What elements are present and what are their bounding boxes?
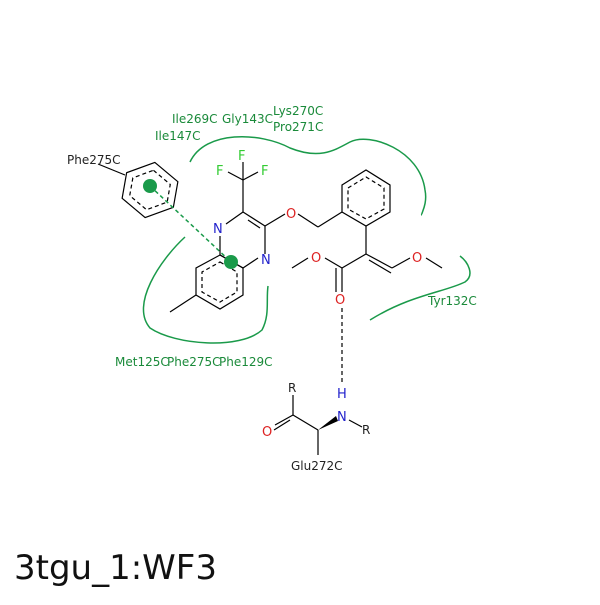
oxygen-atom-methoxy: O (412, 251, 422, 266)
fluorine-atom-top: F (238, 149, 245, 164)
hydrogen-atom: H (337, 387, 347, 402)
oxygen-atom-ether: O (286, 207, 296, 222)
label-phe275-top: Phe275C (67, 153, 121, 167)
r-group-top: R (288, 381, 296, 395)
pi-stacking-line (149, 185, 232, 263)
label-met125: Met125C (115, 355, 169, 369)
fluorine-atom-right: F (261, 164, 268, 179)
oxygen-atom-backbone: O (262, 425, 272, 440)
label-tyr132: Tyr132C (427, 294, 477, 308)
oxygen-atom-ester: O (311, 251, 321, 266)
label-glu272: Glu272C (291, 459, 343, 473)
wedge-bond (318, 416, 338, 430)
ligand-caption: 3tgu_1:WF3 (14, 548, 217, 588)
pi-stack-centroid-ligand (224, 255, 238, 269)
label-phe275-bottom: Phe275C (167, 355, 221, 369)
oxygen-atom-carbonyl: O (335, 293, 345, 308)
label-ile147: Ile147C (155, 129, 201, 143)
phe275-residue-ring (97, 161, 179, 219)
binding-pocket-outline (142, 135, 471, 344)
label-gly143: Gly143C (222, 112, 273, 126)
glu272-backbone (273, 395, 363, 455)
label-ile269: Ile269C (172, 112, 218, 126)
ligand-bonds (169, 162, 443, 313)
label-pro271: Pro271C (273, 120, 323, 134)
nitrogen-atom-backbone: N (337, 410, 347, 425)
label-lys270: Lys270C (273, 104, 323, 118)
r-group-right: R (362, 423, 370, 437)
label-phe129: Phe129C (219, 355, 273, 369)
fluorine-atom-left: F (216, 164, 223, 179)
nitrogen-atom-2: N (261, 253, 271, 268)
nitrogen-atom-1: N (213, 222, 223, 237)
